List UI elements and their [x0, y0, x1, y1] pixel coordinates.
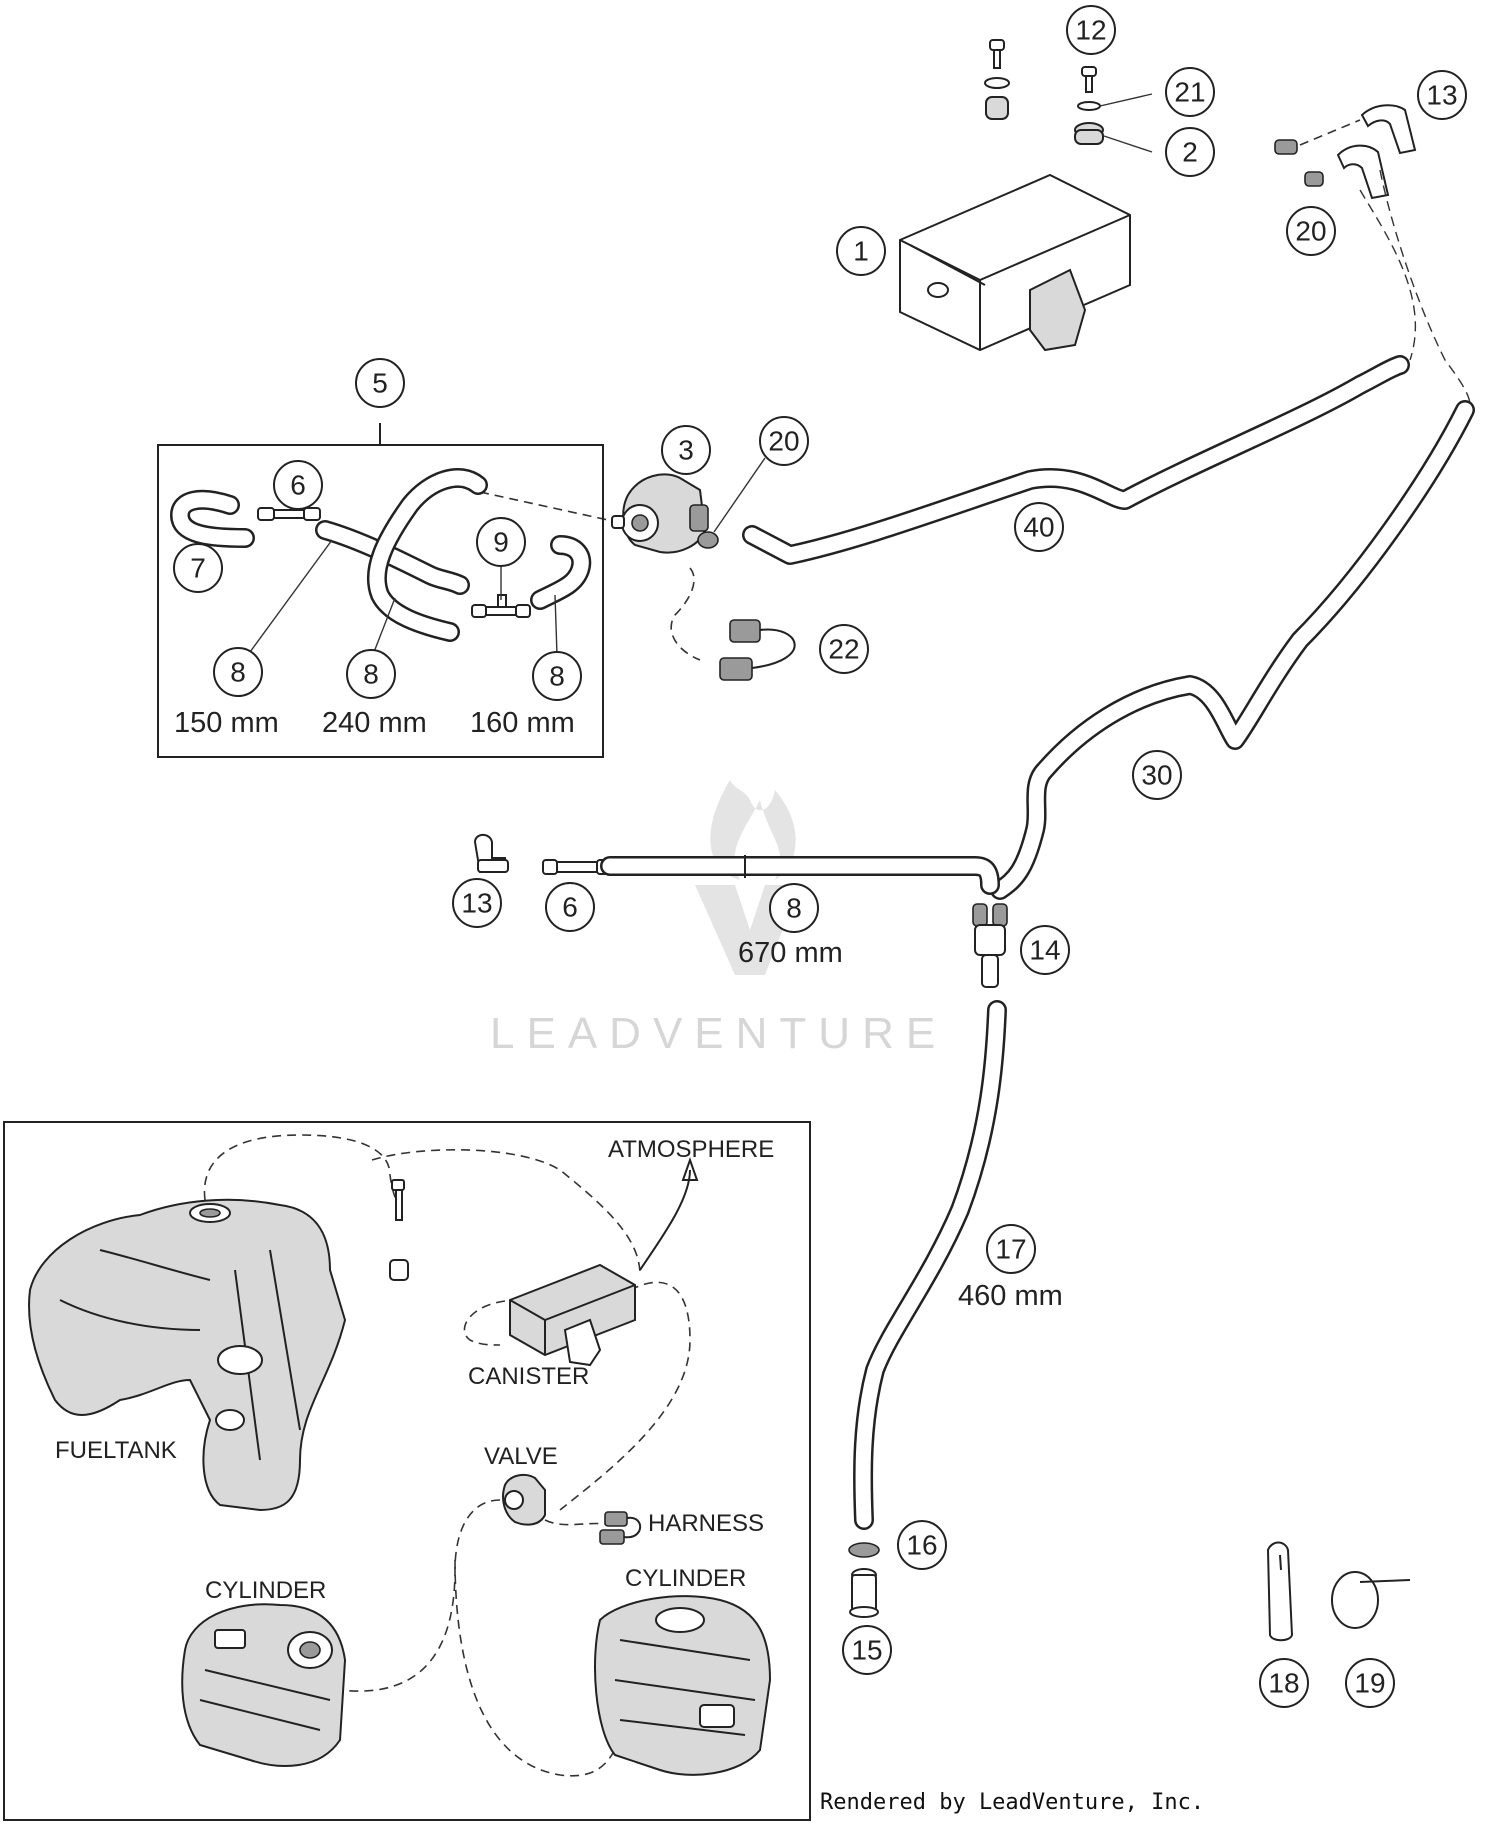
- connector-9: [471, 594, 531, 618]
- callout-6-box: 6: [273, 460, 323, 510]
- connector-22: [719, 619, 796, 681]
- svg-text:9: 9: [493, 527, 509, 558]
- label-harness: HARNESS: [648, 1510, 764, 1537]
- callout-30: 30: [1132, 750, 1182, 800]
- watermark-text: LEADVENTURE: [490, 1009, 947, 1058]
- svg-text:14: 14: [1029, 935, 1060, 966]
- callout-8-240: 8: [346, 649, 396, 699]
- svg-text:15: 15: [851, 1635, 882, 1666]
- callout-7: 7: [173, 543, 223, 593]
- svg-text:12: 12: [1075, 15, 1106, 46]
- callout-21: 21: [1165, 67, 1215, 117]
- callout-13-mid: 13: [452, 878, 502, 928]
- length-150mm: 150 mm: [174, 707, 279, 739]
- callout-18: 18: [1259, 1658, 1309, 1708]
- connector-6-box: [257, 507, 321, 521]
- inset-harness-connector: [599, 1511, 642, 1545]
- svg-text:5: 5: [372, 368, 388, 399]
- svg-text:8: 8: [786, 893, 802, 924]
- t-connector-14: [972, 903, 1008, 988]
- callout-17: 17: [986, 1224, 1036, 1274]
- svg-text:8: 8: [230, 657, 246, 688]
- clamp-16: [848, 1542, 880, 1558]
- svg-text:16: 16: [906, 1530, 937, 1561]
- svg-text:7: 7: [190, 553, 206, 584]
- svg-text:20: 20: [1295, 216, 1326, 247]
- label-cylinder-right: CYLINDER: [625, 1565, 746, 1592]
- callout-22: 22: [819, 624, 869, 674]
- callout-9: 9: [476, 517, 526, 567]
- svg-text:13: 13: [1426, 80, 1457, 111]
- inset-fuel-tank: [28, 1198, 347, 1512]
- svg-text:19: 19: [1354, 1668, 1385, 1699]
- cable-tie-19: [1331, 1571, 1411, 1629]
- hose-clamp-20-top: [1274, 139, 1324, 187]
- svg-text:2: 2: [1182, 137, 1198, 168]
- callout-6-mid: 6: [545, 882, 595, 932]
- callout-13-top: 13: [1417, 70, 1467, 120]
- inset-cylinder-right: [594, 1595, 772, 1776]
- svg-text:17: 17: [995, 1234, 1026, 1265]
- callout-40: 40: [1014, 502, 1064, 552]
- callout-19: 19: [1345, 1658, 1395, 1708]
- purge-valve-3: [611, 473, 709, 554]
- callout-16: 16: [897, 1520, 947, 1570]
- svg-text:20: 20: [768, 426, 799, 457]
- callout-20-top: 20: [1286, 206, 1336, 256]
- length-670mm: 670 mm: [738, 937, 843, 969]
- length-240mm: 240 mm: [322, 707, 427, 739]
- inset-cylinder-left: [181, 1603, 347, 1767]
- inset-t-connector: [389, 1179, 409, 1281]
- callout-15: 15: [842, 1625, 892, 1675]
- inset-valve: [502, 1473, 546, 1526]
- inset-canister: [509, 1263, 636, 1367]
- length-160mm: 160 mm: [470, 707, 575, 739]
- svg-text:6: 6: [290, 470, 306, 501]
- hose-clamp-20: [697, 531, 719, 549]
- washer-21: [1077, 101, 1101, 111]
- grommet-2: [1074, 122, 1104, 145]
- plug-15: [849, 1568, 879, 1618]
- callout-8-670: 8: [769, 883, 819, 933]
- svg-text:8: 8: [363, 659, 379, 690]
- callout-8-160: 8: [532, 651, 582, 701]
- label-atmosphere: ATMOSPHERE: [608, 1136, 774, 1163]
- svg-text:3: 3: [678, 435, 694, 466]
- svg-text:22: 22: [828, 634, 859, 665]
- mount-bolt-left: [984, 39, 1010, 120]
- callout-14: 14: [1020, 925, 1070, 975]
- label-cylinder-left: CYLINDER: [205, 1577, 326, 1604]
- cable-guide-18: [1266, 1541, 1294, 1642]
- svg-text:1: 1: [853, 236, 869, 267]
- svg-text:18: 18: [1268, 1668, 1299, 1699]
- render-credit: Rendered by LeadVenture, Inc.: [820, 1790, 1204, 1815]
- svg-text:8: 8: [549, 661, 565, 692]
- svg-text:30: 30: [1141, 760, 1172, 791]
- label-valve: VALVE: [484, 1443, 558, 1470]
- length-460mm: 460 mm: [958, 1280, 1063, 1312]
- system-inset-box: [3, 1121, 811, 1821]
- hose-elbow-13-mid: [473, 833, 509, 873]
- label-fueltank: FUELTANK: [55, 1437, 177, 1464]
- svg-text:40: 40: [1023, 512, 1054, 543]
- mount-bolt-12: [1081, 66, 1097, 93]
- callout-3: 3: [661, 425, 711, 475]
- callout-20-valve: 20: [759, 416, 809, 466]
- carbon-canister-1: [899, 173, 1131, 352]
- callout-2: 2: [1165, 127, 1215, 177]
- hose-elbow-13-top: [1336, 104, 1417, 200]
- callout-5: 5: [355, 358, 405, 408]
- svg-text:13: 13: [461, 888, 492, 919]
- callout-1: 1: [836, 226, 886, 276]
- label-canister: CANISTER: [468, 1363, 589, 1390]
- callout-12: 12: [1066, 5, 1116, 55]
- svg-text:6: 6: [562, 892, 578, 923]
- svg-text:21: 21: [1174, 77, 1205, 108]
- callout-8-150: 8: [213, 647, 263, 697]
